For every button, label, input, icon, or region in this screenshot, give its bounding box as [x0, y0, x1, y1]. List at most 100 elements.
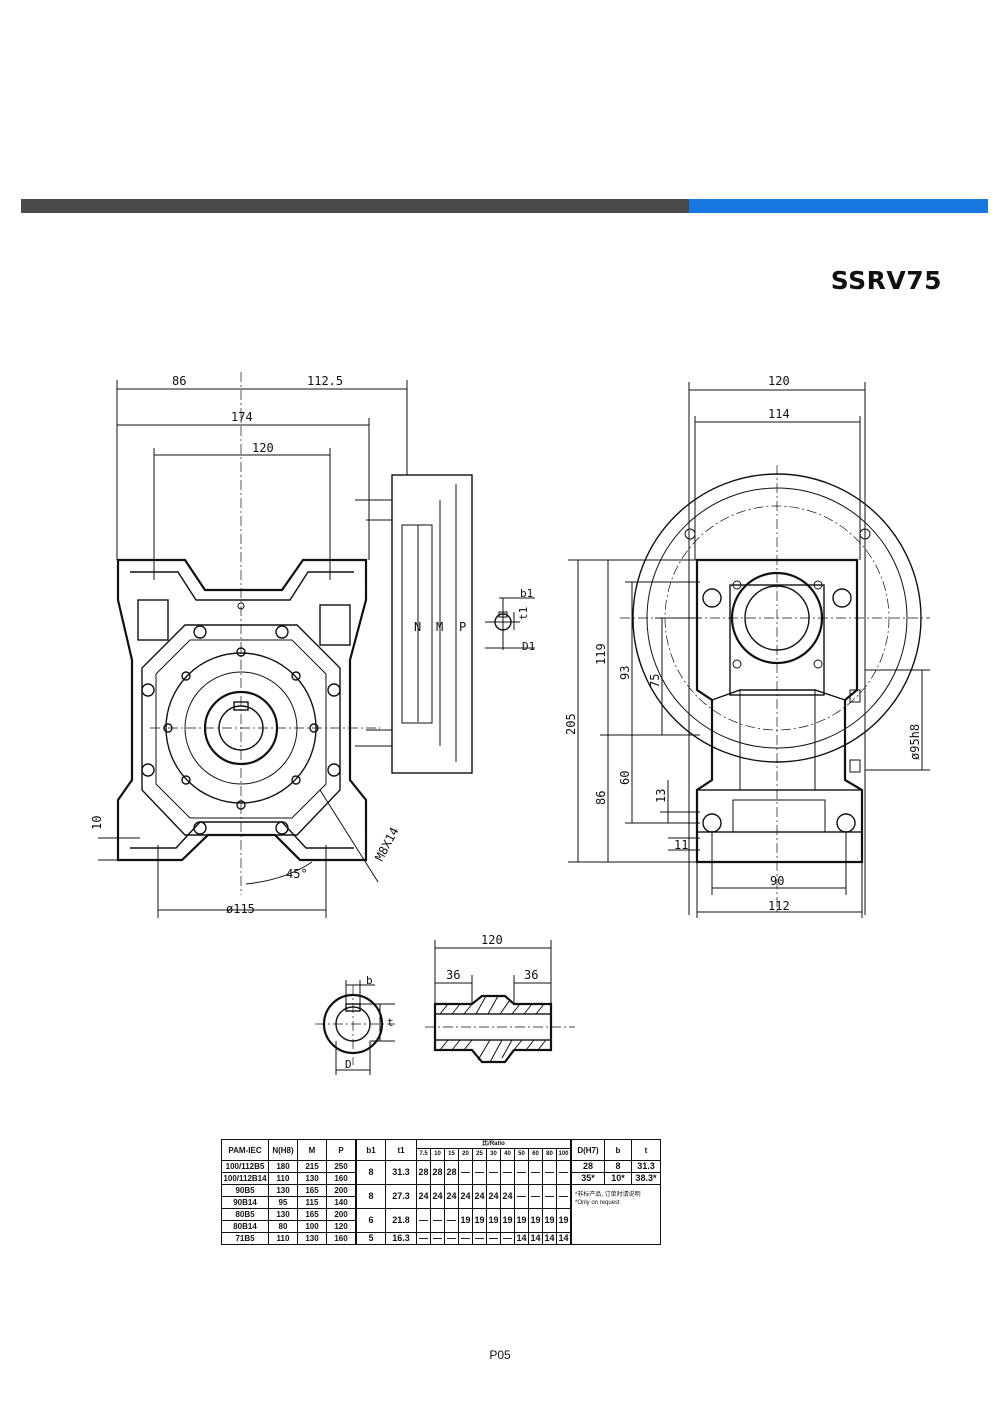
table-cell: 19	[528, 1208, 543, 1233]
flange-label-p: P	[459, 620, 466, 634]
key-d1-label: D1	[522, 640, 535, 653]
hollow-dim-36b: 36	[524, 968, 538, 982]
table-cell: 19	[486, 1208, 501, 1233]
table-cell: —	[528, 1184, 543, 1209]
table-cell: 120	[326, 1220, 357, 1233]
side-dim-60: 60	[618, 771, 632, 785]
table-cell: —	[486, 1232, 501, 1245]
side-dim-205: 205	[564, 713, 578, 735]
front-dim-d115: ø115	[226, 902, 255, 916]
hollow-b-label: b	[366, 974, 373, 987]
side-dim-13: 13	[654, 789, 668, 803]
dimension-table: PAM-IEC N(H8) M P b1 t1 比/Ratio D(H7) b …	[221, 1139, 661, 1245]
ratio-30: 30	[486, 1148, 501, 1161]
flange-label-m: M	[436, 620, 443, 634]
table-cell: 110	[268, 1232, 298, 1245]
table-cell: 14	[514, 1232, 529, 1245]
table-cell: —	[514, 1160, 529, 1185]
table-cell: 28	[444, 1160, 459, 1185]
table-cell: 24	[444, 1184, 459, 1209]
hollow-t-label: t	[387, 1016, 394, 1029]
table-cell: —	[444, 1208, 459, 1233]
table-cell-t: 38.3*	[631, 1172, 661, 1185]
ratio-20: 20	[458, 1148, 473, 1161]
table-cell: 19	[514, 1208, 529, 1233]
front-view: 86 112.5 174 120	[90, 372, 473, 918]
table-cell: 165	[297, 1208, 327, 1221]
ratio-10: 10	[430, 1148, 445, 1161]
table-cell-b: 8	[604, 1160, 632, 1173]
table-cell: —	[542, 1184, 557, 1209]
key-b1-label: b1	[520, 587, 533, 600]
th-m: M	[297, 1139, 327, 1161]
table-cell: 200	[326, 1184, 357, 1197]
table-cell: —	[500, 1160, 515, 1185]
table-cell: —	[430, 1232, 445, 1245]
table-cell: 80	[268, 1220, 298, 1233]
table-cell: 110	[268, 1172, 298, 1185]
ratio-15: 15	[444, 1148, 459, 1161]
table-cell: —	[556, 1160, 572, 1185]
ratio-80: 80	[542, 1148, 557, 1161]
table-cell: 14	[556, 1232, 572, 1245]
table-cell: 215	[297, 1160, 327, 1173]
table-cell: 24	[416, 1184, 431, 1209]
th-t: t	[631, 1139, 661, 1161]
table-cell: 24	[472, 1184, 487, 1209]
side-dim-75: 75	[648, 674, 662, 688]
table-cell-t1: 16.3	[385, 1232, 417, 1245]
table-cell: 28	[416, 1160, 431, 1185]
table-cell-d: 35*	[570, 1172, 605, 1185]
ratio-100: 100	[556, 1148, 572, 1161]
table-cell: 19	[458, 1208, 473, 1233]
table-cell-b1: 8	[355, 1184, 386, 1209]
table-cell-b1: 6	[355, 1208, 386, 1233]
th-d-h7: D(H7)	[570, 1139, 605, 1161]
side-dim-114: 114	[768, 407, 790, 421]
input-shaft-key-detail: b1 t1 D1	[485, 587, 535, 653]
th-p: P	[326, 1139, 357, 1161]
table-cell: 130	[297, 1232, 327, 1245]
table-cell: 160	[326, 1232, 357, 1245]
table-cell: —	[528, 1160, 543, 1185]
table-cell-t: 31.3	[631, 1160, 661, 1173]
side-dim-90: 90	[770, 874, 784, 888]
table-cell: —	[430, 1208, 445, 1233]
front-dim-m8x14: M8X14	[372, 825, 401, 863]
side-dim-93: 93	[618, 666, 632, 680]
table-cell: 24	[486, 1184, 501, 1209]
th-pam-iec: PAM-IEC	[221, 1139, 269, 1161]
table-cell: 14	[542, 1232, 557, 1245]
table-row-pam: 80B14	[221, 1220, 269, 1233]
table-cell-t1: 31.3	[385, 1160, 417, 1185]
note-cn: *非标产品, 订单时请说明	[575, 1192, 641, 1198]
th-t1: t1	[385, 1139, 417, 1161]
side-dim-119: 119	[594, 643, 608, 665]
table-cell: 140	[326, 1196, 357, 1209]
table-cell: 14	[528, 1232, 543, 1245]
key-t1-label: t1	[517, 607, 530, 620]
table-cell: —	[500, 1232, 515, 1245]
model-title: SSRV75	[830, 266, 942, 295]
side-view: 120 114 205 119	[564, 374, 930, 918]
header-bar-dark	[21, 199, 689, 213]
table-cell: 95	[268, 1196, 298, 1209]
front-dim-86: 86	[172, 374, 186, 388]
page-number: P05	[489, 1348, 511, 1362]
table-cell: —	[486, 1160, 501, 1185]
table-cell: 130	[297, 1172, 327, 1185]
table-cell: —	[472, 1232, 487, 1245]
table-cell-b1: 5	[355, 1232, 386, 1245]
table-cell: 160	[326, 1172, 357, 1185]
table-cell-d: 28	[570, 1160, 605, 1173]
table-cell: —	[542, 1160, 557, 1185]
table-cell: 250	[326, 1160, 357, 1173]
front-dim-174: 174	[231, 410, 253, 424]
table-cell: 130	[268, 1184, 298, 1197]
th-ratio: 比/Ratio	[416, 1139, 572, 1149]
table-note: *非标产品, 订单时请说明 *Only on request	[570, 1184, 661, 1245]
side-dim-112: 112	[768, 899, 790, 913]
table-cell: 130	[268, 1208, 298, 1221]
table-cell: 24	[500, 1184, 515, 1209]
